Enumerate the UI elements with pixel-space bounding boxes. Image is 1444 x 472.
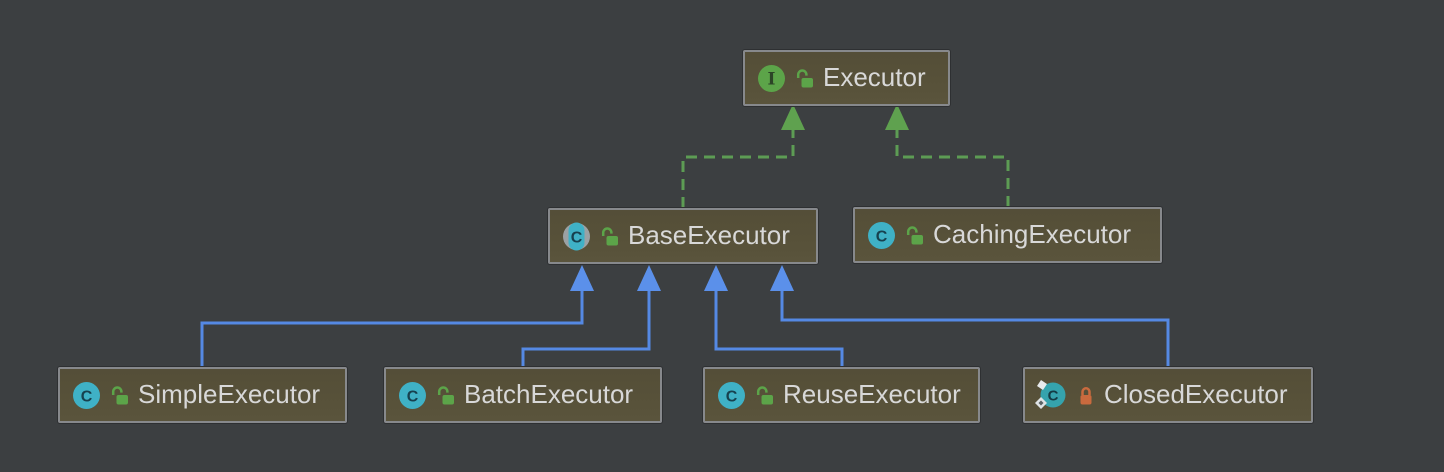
class-node-reuseexecutor[interactable]: C ReuseExecutor	[703, 367, 980, 423]
class-name-label: SimpleExecutor	[138, 379, 321, 409]
class-node-batchexecutor[interactable]: C BatchExecutor	[384, 367, 662, 423]
abstract-class-icon: C	[562, 222, 591, 251]
svg-text:C: C	[726, 388, 738, 405]
svg-text:C: C	[876, 228, 888, 245]
extends-arrowhead	[570, 265, 594, 291]
public-open-lock-icon	[110, 385, 129, 406]
class-name-label: CachingExecutor	[933, 219, 1131, 249]
extends-edge-batchexecutor-to-baseexecutor	[521, 265, 661, 367]
public-open-lock-icon	[600, 226, 619, 247]
implements-edge-cachingexecutor-to-executor	[885, 104, 1010, 207]
class-name-label: ClosedExecutor	[1104, 379, 1288, 409]
implements-edge-baseexecutor-to-executor	[681, 104, 805, 208]
class-node-executor[interactable]: I Executor	[743, 50, 950, 106]
private-closed-lock-icon	[1077, 385, 1095, 406]
extends-arrowhead	[770, 265, 794, 291]
class-node-simpleexecutor[interactable]: C SimpleExecutor	[58, 367, 347, 423]
svg-text:C: C	[571, 229, 583, 246]
public-open-lock-icon	[795, 68, 814, 89]
class-name-label: BatchExecutor	[464, 379, 634, 409]
class-node-cachingexecutor[interactable]: C CachingExecutor	[853, 207, 1162, 263]
public-open-lock-icon	[905, 225, 924, 246]
class-icon: C	[717, 381, 746, 410]
static-class-icon: C	[1033, 379, 1068, 411]
extends-edge-reuseexecutor-to-baseexecutor	[704, 265, 844, 367]
extends-arrowhead	[637, 265, 661, 291]
svg-text:C: C	[81, 388, 93, 405]
interface-icon: I	[757, 64, 786, 93]
public-open-lock-icon	[436, 385, 455, 406]
extends-arrowhead	[704, 265, 728, 291]
class-name-label: ReuseExecutor	[783, 379, 961, 409]
class-name-label: Executor	[823, 62, 926, 92]
public-open-lock-icon	[755, 385, 774, 406]
class-icon: C	[867, 221, 896, 250]
implements-arrowhead	[885, 104, 909, 130]
class-name-label: BaseExecutor	[628, 220, 790, 250]
extends-edge-simpleexecutor-to-baseexecutor	[200, 265, 594, 367]
implements-arrowhead	[781, 104, 805, 130]
class-node-closedexecutor[interactable]: C ClosedExecutor	[1023, 367, 1313, 423]
class-icon: C	[398, 381, 427, 410]
svg-text:I: I	[768, 69, 776, 89]
svg-text:C: C	[1048, 388, 1059, 405]
extends-edge-closedexecutor-to-baseexecutor	[770, 265, 1170, 367]
svg-text:C: C	[407, 388, 419, 405]
class-node-baseexecutor[interactable]: C BaseExecutor	[548, 208, 818, 264]
class-icon: C	[72, 381, 101, 410]
